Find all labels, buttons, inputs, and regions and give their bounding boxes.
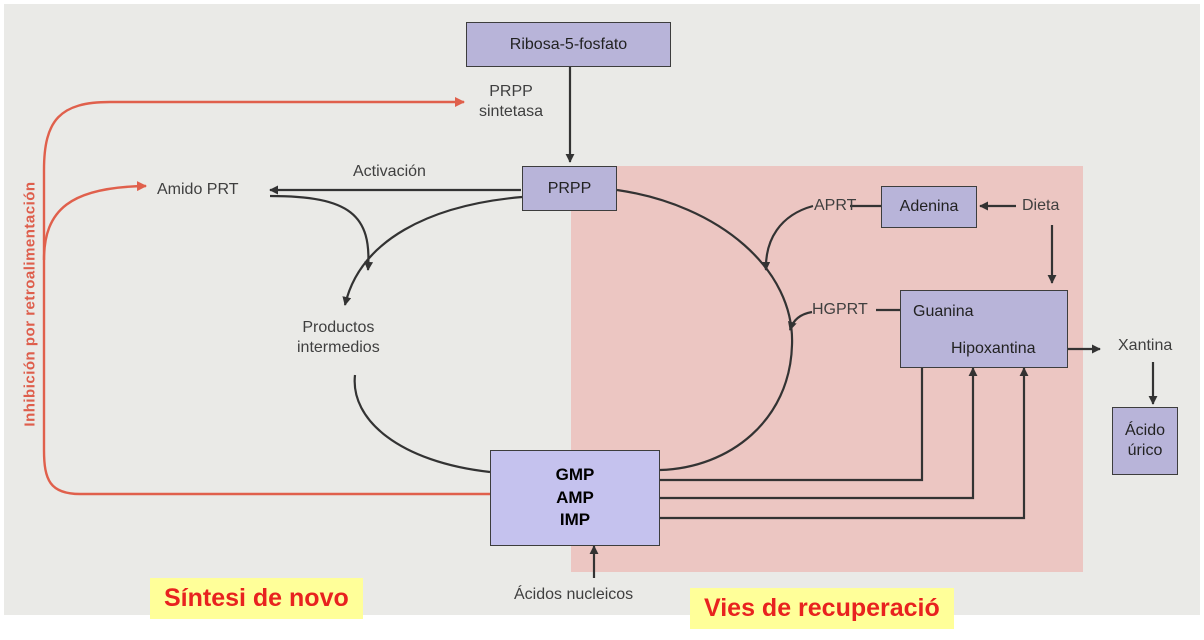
prpp-sintetasa-label: PRPP sintetasa [479,83,544,120]
hgprt-label: HGPRT [812,301,868,318]
feedback-line [42,97,490,496]
amp-label: AMP [556,487,594,507]
aprt-label: APRT [814,197,857,214]
nucleotides-node: GMP AMP IMP [490,450,660,546]
aprt-to-cycle-arrow [761,204,814,271]
guanina-label: Guanina [913,303,974,320]
activacion-label: Activación [353,163,426,180]
xantina-label: Xantina [1118,337,1173,354]
salvage-caption: Vies de recuperació [690,588,954,629]
acido-urico-node: Ácido úrico [1112,407,1178,475]
amido-to-products-arrow-2 [342,195,523,306]
prpp-node: PRPP [522,166,617,211]
adenina-node: Adenina [881,186,977,228]
gmp-label: GMP [555,464,595,484]
amido-prt-label: Amido PRT [157,181,239,198]
amido-to-products-arrow-1 [269,194,374,271]
dieta-label: Dieta [1022,197,1060,214]
productos-intermedios-label: Productos intermedios [297,319,380,356]
products-to-nucleotides-curve [353,374,491,474]
feedback-to-amido-line [42,181,147,261]
guanina-hipoxantina-node: Guanina Hipoxantina [900,290,1068,368]
gmp-to-guanina-arrow [660,333,927,482]
ribosa-node: Ribosa-5-fosfato [466,22,671,67]
imp-label: IMP [559,510,591,530]
acidos-nucleicos-label: Ácidos nucleicos [514,586,634,603]
de-novo-caption: Síntesi de novo [150,578,363,619]
feedback-inhibition-label: Inhibición por retroalimentación [21,181,39,427]
hipoxantina-label: Hipoxantina [951,340,1036,357]
prpp-to-nucleotides-curve [616,188,794,472]
hgprt-to-cycle-arrow [788,310,813,331]
amp-to-hipoxantina-arrow [660,367,978,500]
imp-to-hipoxantina-arrow [660,367,1029,520]
